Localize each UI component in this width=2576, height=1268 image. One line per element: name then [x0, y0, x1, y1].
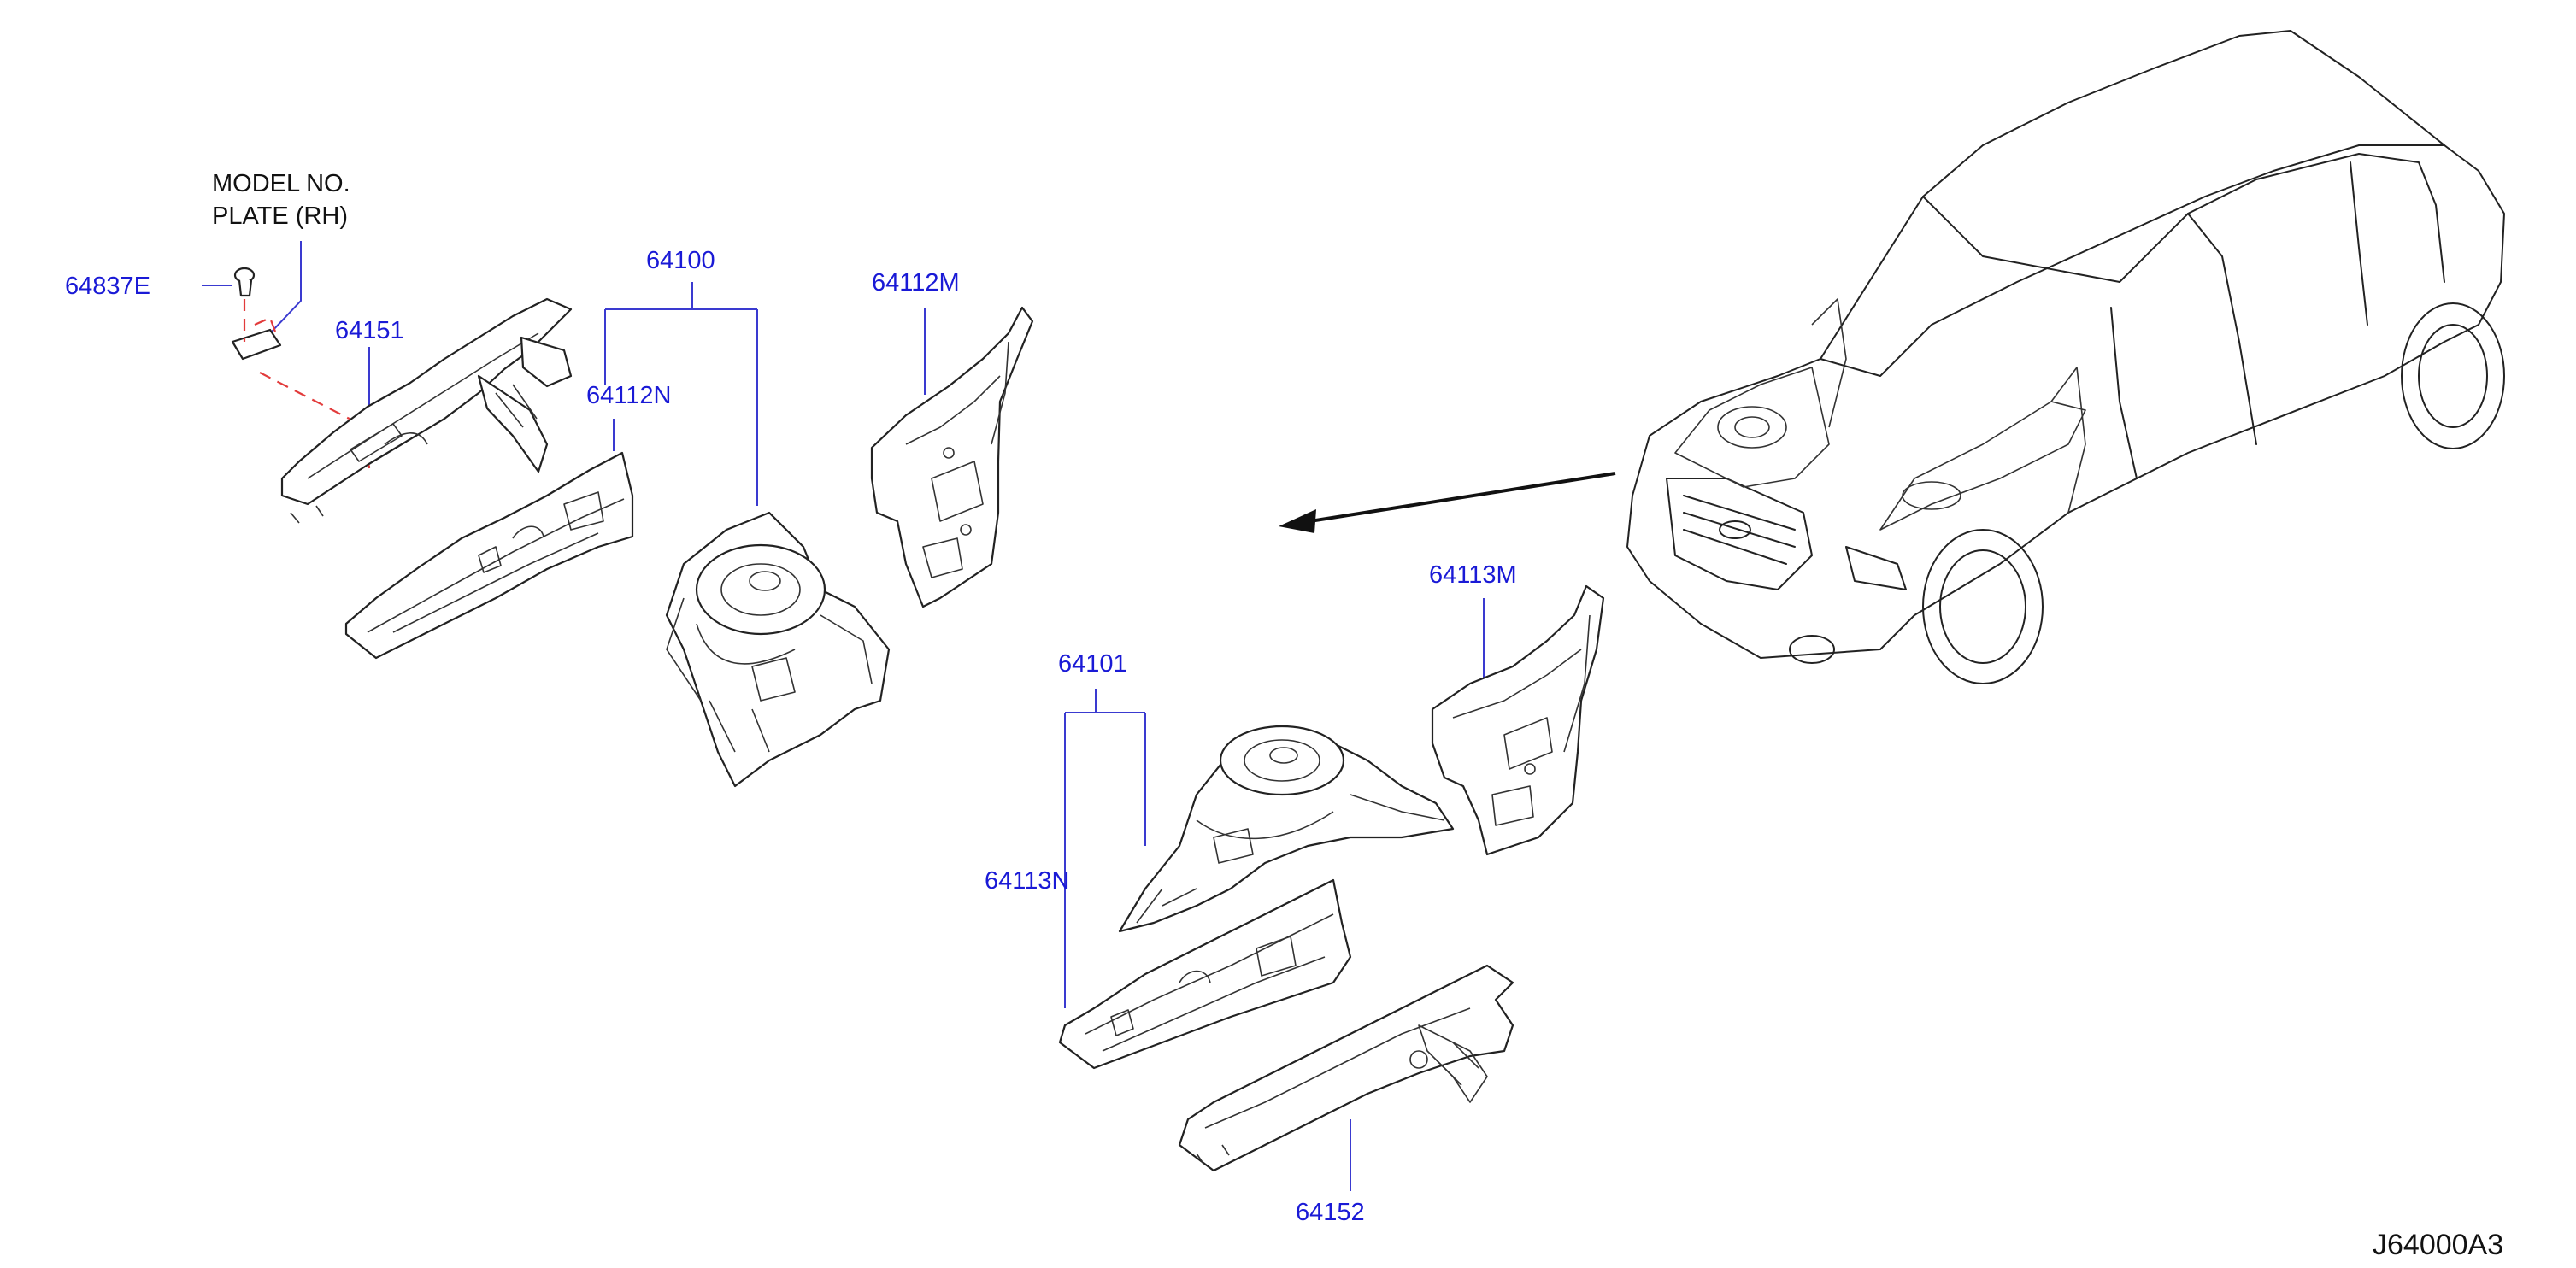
model-plate-label-line1: MODEL NO.: [212, 170, 350, 197]
label-64113M[interactable]: 64113M: [1429, 561, 1517, 589]
part-64112N-upper[interactable]: [344, 451, 634, 660]
part-64101[interactable]: [1118, 725, 1455, 933]
part-64113M[interactable]: [1431, 584, 1605, 856]
label-64151[interactable]: 64151: [335, 317, 404, 344]
vehicle-illustration: [1626, 30, 2505, 684]
part-64100[interactable]: [665, 511, 891, 788]
leader-64100: [604, 282, 758, 506]
dash-plate: [254, 316, 277, 332]
leader-64101: [1064, 689, 1146, 1008]
label-64101[interactable]: 64101: [1058, 650, 1127, 678]
label-64837E[interactable]: 64837E: [65, 273, 150, 300]
label-64113N[interactable]: 64113N: [985, 867, 1069, 895]
diagram-code: J64000A3: [2373, 1229, 2503, 1261]
label-64100[interactable]: 64100: [646, 247, 715, 274]
model-plate[interactable]: [231, 328, 282, 361]
label-64112N-upper[interactable]: 64112N: [586, 382, 671, 409]
direction-arrow: [1279, 472, 1616, 533]
part-64113N[interactable]: [1058, 878, 1352, 1070]
part-64151[interactable]: [280, 297, 573, 524]
part-64152[interactable]: [1178, 964, 1514, 1172]
label-64112M[interactable]: 64112M: [872, 269, 960, 296]
label-64152[interactable]: 64152: [1296, 1199, 1365, 1226]
model-plate-label-line2: PLATE (RH): [212, 203, 348, 230]
model-plate-leader: [271, 241, 302, 332]
rivet-64837E[interactable]: [233, 267, 256, 297]
part-64112M[interactable]: [870, 306, 1034, 608]
